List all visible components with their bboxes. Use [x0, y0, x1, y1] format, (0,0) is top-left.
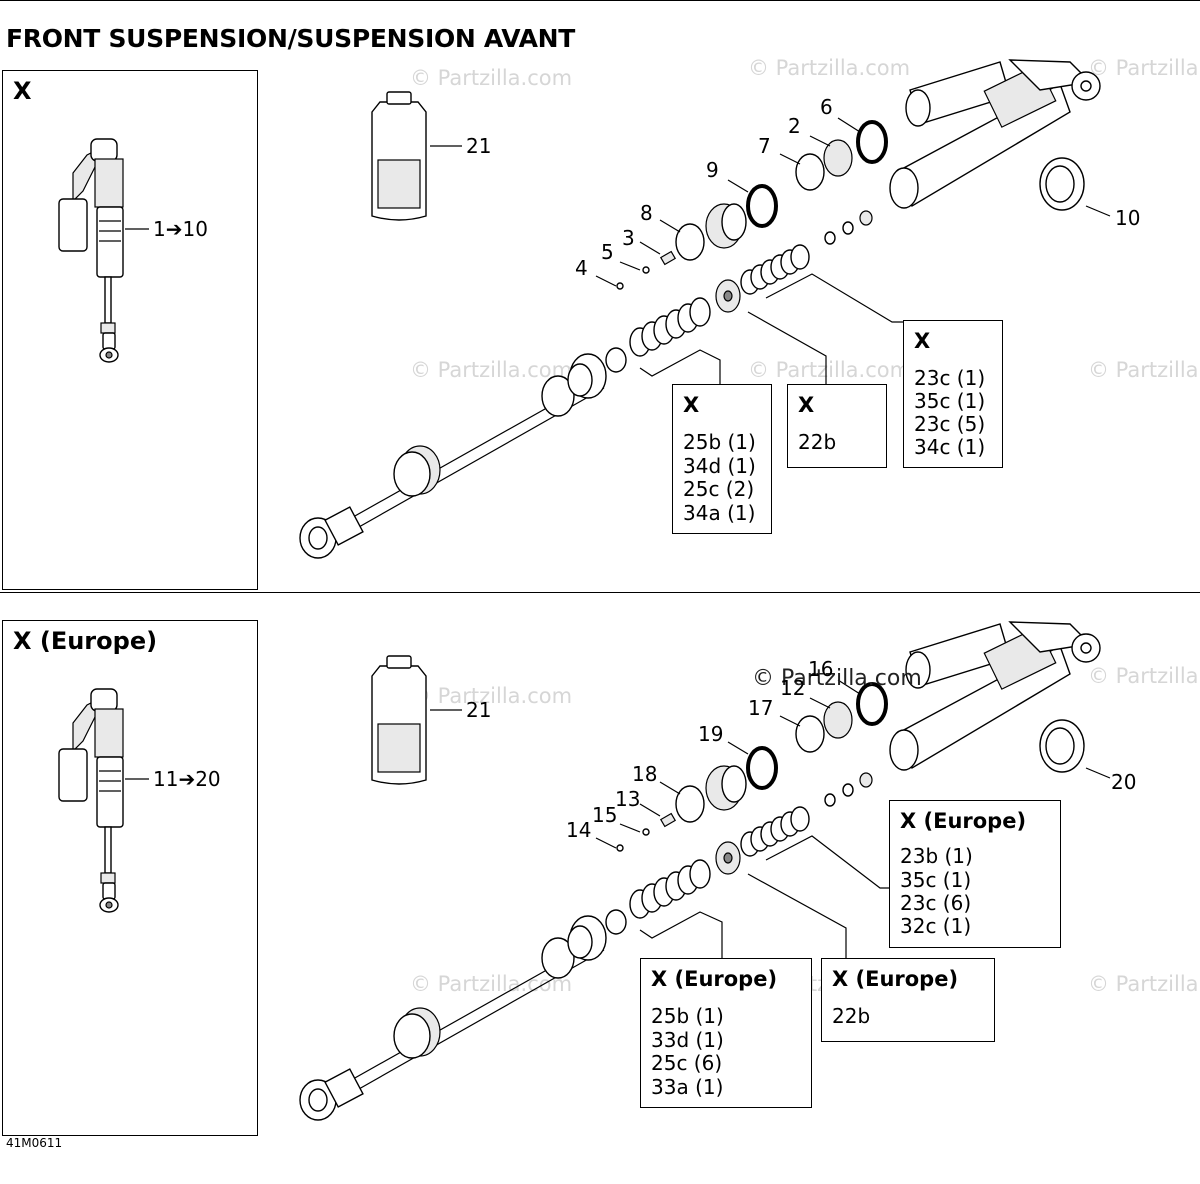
part-label: 9: [706, 158, 719, 182]
exploded-view-bottom: [299, 621, 1111, 1121]
thumbnail-label: X: [13, 77, 32, 105]
watermark: © Partzilla.com: [748, 358, 911, 382]
thumbnail-box: X 1➔10: [2, 70, 258, 590]
callout-line: 32c (1): [900, 914, 972, 938]
thumbnail-label: X (Europe): [13, 627, 158, 655]
part-label: 17: [748, 696, 774, 720]
part-label: 4: [575, 256, 588, 280]
part-label: 15: [592, 803, 618, 827]
callout-line: 34c (1): [914, 435, 986, 459]
part-label: 21: [466, 134, 492, 158]
top-border: [0, 0, 1200, 1]
watermark: © Partzilla.com: [1088, 56, 1200, 80]
thumbnail-box: X (Europe) 11➔20: [2, 620, 258, 1136]
callout-heading: X (Europe): [651, 967, 778, 991]
callout-heading: X (Europe): [832, 967, 959, 991]
callout-line: 34d (1): [683, 454, 756, 478]
callout-line: 23b (1): [900, 844, 973, 868]
callout-line: 34a (1): [683, 501, 756, 525]
callout-line: 22b: [832, 1004, 871, 1028]
shim-stack-upper: [740, 806, 810, 857]
part-label: 21: [466, 698, 492, 722]
shim-stack-lower: [629, 297, 711, 357]
callout-box: X 25b (1) 34d (1) 25c (2) 34a (1): [672, 384, 772, 534]
callout-box: X (Europe) 22b: [821, 958, 995, 1042]
callout-heading: X: [798, 393, 815, 417]
watermark: © Partzilla.com: [1088, 972, 1200, 996]
part-label: 6: [820, 95, 833, 119]
part-label: 8: [640, 201, 653, 225]
watermark: © Partzilla.com: [748, 56, 911, 80]
drawing-code: 41M0611: [6, 1136, 63, 1150]
part-label: 18: [632, 762, 658, 786]
callout-heading: X: [914, 329, 931, 353]
callout-box: X (Europe) 23b (1) 35c (1) 23c (6) 32c (…: [889, 800, 1061, 948]
part-label: 5: [601, 240, 614, 264]
part-label: 3: [622, 226, 635, 250]
callout-line: 25b (1): [651, 1004, 724, 1028]
callout-box: X 22b: [787, 384, 887, 468]
callout-line: 25b (1): [683, 430, 756, 454]
callout-line: 22b: [798, 430, 837, 454]
callout-line: 35c (1): [900, 868, 972, 892]
part-label: 14: [566, 818, 592, 842]
shim-stack-lower: [629, 859, 711, 919]
part-label: 7: [758, 134, 771, 158]
shock-overview-drawing: [58, 138, 149, 363]
watermark: © Partzilla.com: [410, 684, 573, 708]
thumbnail-part-range: 1➔10: [153, 217, 208, 241]
part-label: 20: [1111, 770, 1137, 794]
callout-line: 35c (1): [914, 389, 986, 413]
part-label: 10: [1115, 206, 1141, 230]
callout-box: X (Europe) 25b (1) 33d (1) 25c (6) 33a (…: [640, 958, 812, 1108]
part-label: 16: [808, 657, 834, 681]
callout-line: 23c (1): [914, 366, 986, 390]
part-label: 19: [698, 722, 724, 746]
thumbnail-part-range: 11➔20: [153, 767, 221, 791]
part-label: 12: [780, 676, 806, 700]
watermark: © Partzilla.com: [1088, 664, 1200, 688]
callout-line: 33a (1): [651, 1075, 724, 1099]
callout-line: 25c (2): [683, 477, 755, 501]
shock-overview-drawing: [58, 688, 149, 913]
part-label: 13: [615, 787, 641, 811]
watermark: © Partzilla.com: [410, 358, 573, 382]
callout-line: 25c (6): [651, 1051, 723, 1075]
callout-heading: X (Europe): [900, 809, 1027, 833]
callout-line: 23c (6): [900, 891, 972, 915]
exploded-view-top: [299, 59, 1111, 559]
watermark: © Partzilla.com: [410, 66, 573, 90]
shim-stack-upper: [740, 244, 810, 295]
callout-line: 33d (1): [651, 1028, 724, 1052]
callout-box: X 23c (1) 35c (1) 23c (5) 34c (1): [903, 320, 1003, 468]
section-divider: [0, 592, 1200, 593]
watermark: © Partzilla.com: [752, 666, 922, 691]
part-label: 2: [788, 114, 801, 138]
callout-heading: X: [683, 393, 700, 417]
page-title: FRONT SUSPENSION/SUSPENSION AVANT: [6, 24, 576, 53]
watermark: © Partzilla.com: [1088, 358, 1200, 382]
callout-line: 23c (5): [914, 412, 986, 436]
